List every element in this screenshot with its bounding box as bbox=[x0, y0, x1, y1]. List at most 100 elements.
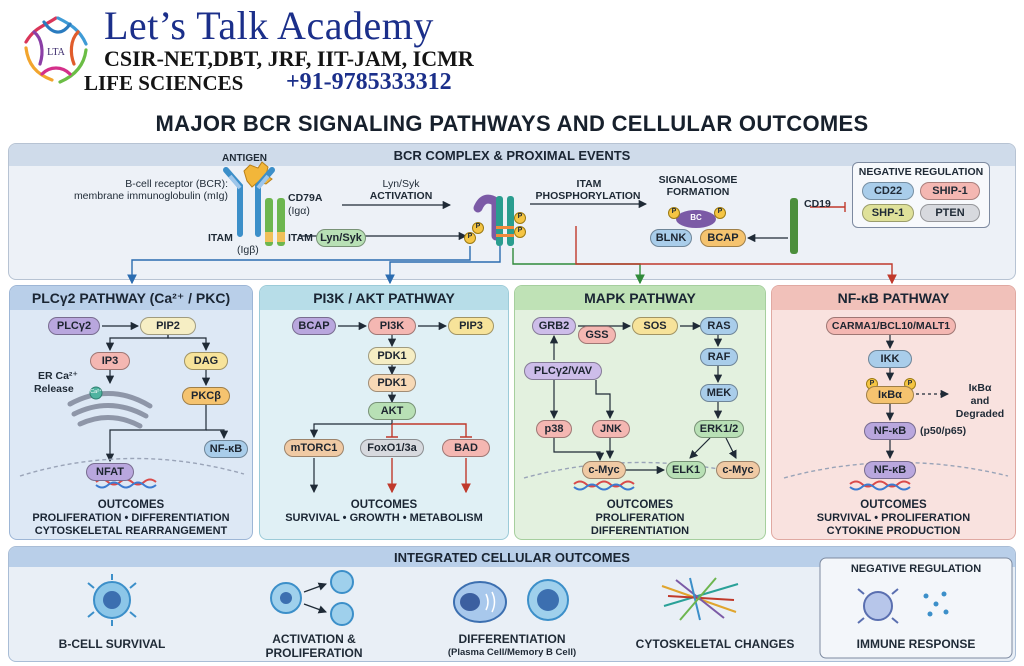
itam-phos-2: PHOSPHORYLATION bbox=[535, 190, 641, 202]
mapk-outcomes-title: OUTCOMES bbox=[606, 499, 674, 511]
grb2-node: GRB2 bbox=[532, 317, 576, 335]
cytoskeleton-icon bbox=[661, 577, 739, 621]
phospho-p-5: P bbox=[671, 208, 677, 215]
cd19-icon bbox=[790, 198, 798, 254]
plc-nfkb-node: NF-κB bbox=[204, 440, 248, 458]
phospho-p-6: P bbox=[717, 208, 723, 215]
mtorc1-node: mTORC1 bbox=[284, 439, 344, 457]
mek-node: MEK bbox=[700, 384, 738, 402]
bcr-receptor-icon bbox=[223, 167, 285, 246]
ig-beta-label: (Igβ) bbox=[237, 244, 259, 256]
outcome-differentiation-1: DIFFERENTIATION bbox=[458, 632, 566, 646]
bcr-label-1: B-cell receptor (BCR): bbox=[125, 178, 228, 190]
outcome-survival: B-CELL SURVIVAL bbox=[58, 637, 166, 651]
proliferation-icon bbox=[270, 570, 354, 626]
pi3k-node: PI3K bbox=[368, 317, 416, 335]
lyn-syk-node: Lyn/Syk bbox=[316, 229, 366, 247]
lyn-syk-activation-1: Lyn/Syk bbox=[382, 178, 420, 190]
academy-logo: LTA bbox=[24, 16, 88, 84]
nfat-node: NFAT bbox=[86, 463, 134, 481]
cd79a-label: CD79A bbox=[288, 192, 323, 204]
jnk-node: JNK bbox=[592, 420, 630, 438]
cmyc-node-b: c-Myc bbox=[716, 461, 760, 479]
lyn-syk-activation-2: ACTIVATION bbox=[369, 190, 433, 202]
pip2-node: PIP2 bbox=[140, 317, 196, 335]
ikba-node: IκBα bbox=[866, 386, 914, 404]
itam-left-label: ITAM bbox=[208, 232, 233, 244]
itam-phos-1: ITAM bbox=[576, 178, 602, 190]
er-ca-label-2: Release bbox=[34, 383, 74, 395]
plc-outcomes-title: OUTCOMES bbox=[97, 499, 165, 511]
nfkb-node: NF-κB bbox=[864, 422, 916, 440]
er-icon bbox=[67, 386, 153, 429]
pdk1-node-a: PDK1 bbox=[368, 347, 416, 365]
cd19-label: CD19 bbox=[804, 198, 831, 210]
blnk-node: BLNK bbox=[650, 229, 692, 247]
mapk-outcome-1: PROLIFERATION bbox=[595, 512, 685, 524]
antigen-label: ANTIGEN bbox=[222, 153, 267, 164]
bad-node: BAD bbox=[442, 439, 490, 457]
brand-life-sciences: LIFE SCIENCES bbox=[84, 71, 244, 95]
akt-node: AKT bbox=[368, 402, 416, 420]
outcome-differentiation-2: (Plasma Cell/Memory B Cell) bbox=[447, 647, 577, 658]
phospho-p-4: P bbox=[517, 227, 523, 234]
logo-text: LTA bbox=[47, 47, 65, 58]
p38-node: p38 bbox=[536, 420, 572, 438]
mapk-heading: MAPK PATHWAY bbox=[515, 286, 765, 310]
mapk-outcome-2: DIFFERENTIATION bbox=[590, 525, 690, 537]
nfkb-outcome-2: CYTOKINE PRODUCTION bbox=[826, 525, 961, 537]
brand-exams: CSIR-NET,DBT, JRF, IIT-JAM, ICMR bbox=[104, 46, 474, 71]
pi3k-heading: PI3K / AKT PATHWAY bbox=[260, 286, 508, 310]
outcome-negative-regulation: NEGATIVE REGULATION bbox=[850, 563, 982, 575]
ip3-node: IP3 bbox=[90, 352, 130, 370]
ship1-pill: SHIP-1 bbox=[920, 182, 980, 200]
brand-title: Let’s Talk Academy bbox=[104, 3, 434, 48]
bcr-complex-heading: BCR COMPLEX & PROXIMAL EVENTS bbox=[9, 144, 1015, 166]
plcg2-heading: PLCγ2 PATHWAY (Ca²⁺ / PKC) bbox=[10, 286, 252, 310]
plcg2-node: PLCγ2 bbox=[48, 317, 100, 335]
integrated-heading: INTEGRATED CELLULAR OUTCOMES bbox=[9, 547, 1015, 567]
immune-response-icon bbox=[857, 588, 949, 624]
signalosome-1: SIGNALOSOME bbox=[658, 174, 738, 186]
signalosome-icon bbox=[668, 207, 726, 228]
nfkb-nuclear-node: NF-κB bbox=[864, 461, 916, 479]
cd22-pill: CD22 bbox=[862, 182, 914, 200]
bc-label: BC bbox=[690, 213, 702, 222]
ig-alpha-label: (Igα) bbox=[288, 205, 310, 217]
plc-outcome-2: CYTOSKELETAL REARRANGEMENT bbox=[34, 525, 228, 537]
itam-right-label: ITAM bbox=[288, 232, 313, 244]
gss-node: GSS bbox=[578, 326, 616, 344]
bcell-icon bbox=[87, 574, 137, 626]
elk1-node: ELK1 bbox=[666, 461, 706, 479]
brand-phone: +91-9785333312 bbox=[286, 69, 452, 95]
outcome-immune-response: IMMUNE RESPONSE bbox=[856, 637, 976, 651]
outcome-activation-2: PROLIFERATION bbox=[265, 646, 363, 660]
ikk-node: IKK bbox=[868, 350, 912, 368]
er-ca-label-1: ER Ca²⁺ bbox=[38, 370, 78, 382]
ikba-p-1: P bbox=[869, 380, 875, 387]
plc-outcome-1: PROLIFERATION • DIFFERENTIATION bbox=[32, 512, 230, 524]
nfkb-outcomes-title: OUTCOMES bbox=[860, 499, 927, 511]
pi3k-outcome-1: SURVIVAL • GROWTH • METABOLISM bbox=[285, 512, 483, 524]
activated-receptor-icon bbox=[464, 194, 526, 246]
ca-ion-label: Ca²⁺ bbox=[90, 389, 102, 395]
pi3k-outcomes-title: OUTCOMES bbox=[350, 499, 418, 511]
pdk1-node-b: PDK1 bbox=[368, 374, 416, 392]
phospho-p-1: P bbox=[467, 233, 473, 240]
foxo-node: FoxO1/3a bbox=[360, 439, 424, 457]
p50p65-label: (p50/p65) bbox=[920, 425, 967, 437]
plcg2vav-node: PLCγ2/VAV bbox=[524, 362, 602, 380]
signalosome-2: FORMATION bbox=[666, 186, 730, 198]
cmyc-node-a: c-Myc bbox=[582, 461, 626, 479]
ikba-degraded-2: and bbox=[970, 395, 990, 407]
nucleus-membrane bbox=[19, 457, 245, 477]
shp1-pill: SHP-1 bbox=[862, 204, 914, 222]
bcap-top-node: BCAP bbox=[700, 229, 746, 247]
pi3k-bcap-node: BCAP bbox=[292, 317, 336, 335]
outcome-cytoskeletal: CYTOSKELETAL CHANGES bbox=[635, 637, 795, 651]
page-title: MAJOR BCR SIGNALING PATHWAYS AND CELLULA… bbox=[155, 111, 869, 136]
pkcb-node: PKCβ bbox=[182, 387, 230, 405]
raf-node: RAF bbox=[700, 348, 738, 366]
nfkb-outcome-1: SURVIVAL • PROLIFERATION bbox=[816, 512, 971, 524]
